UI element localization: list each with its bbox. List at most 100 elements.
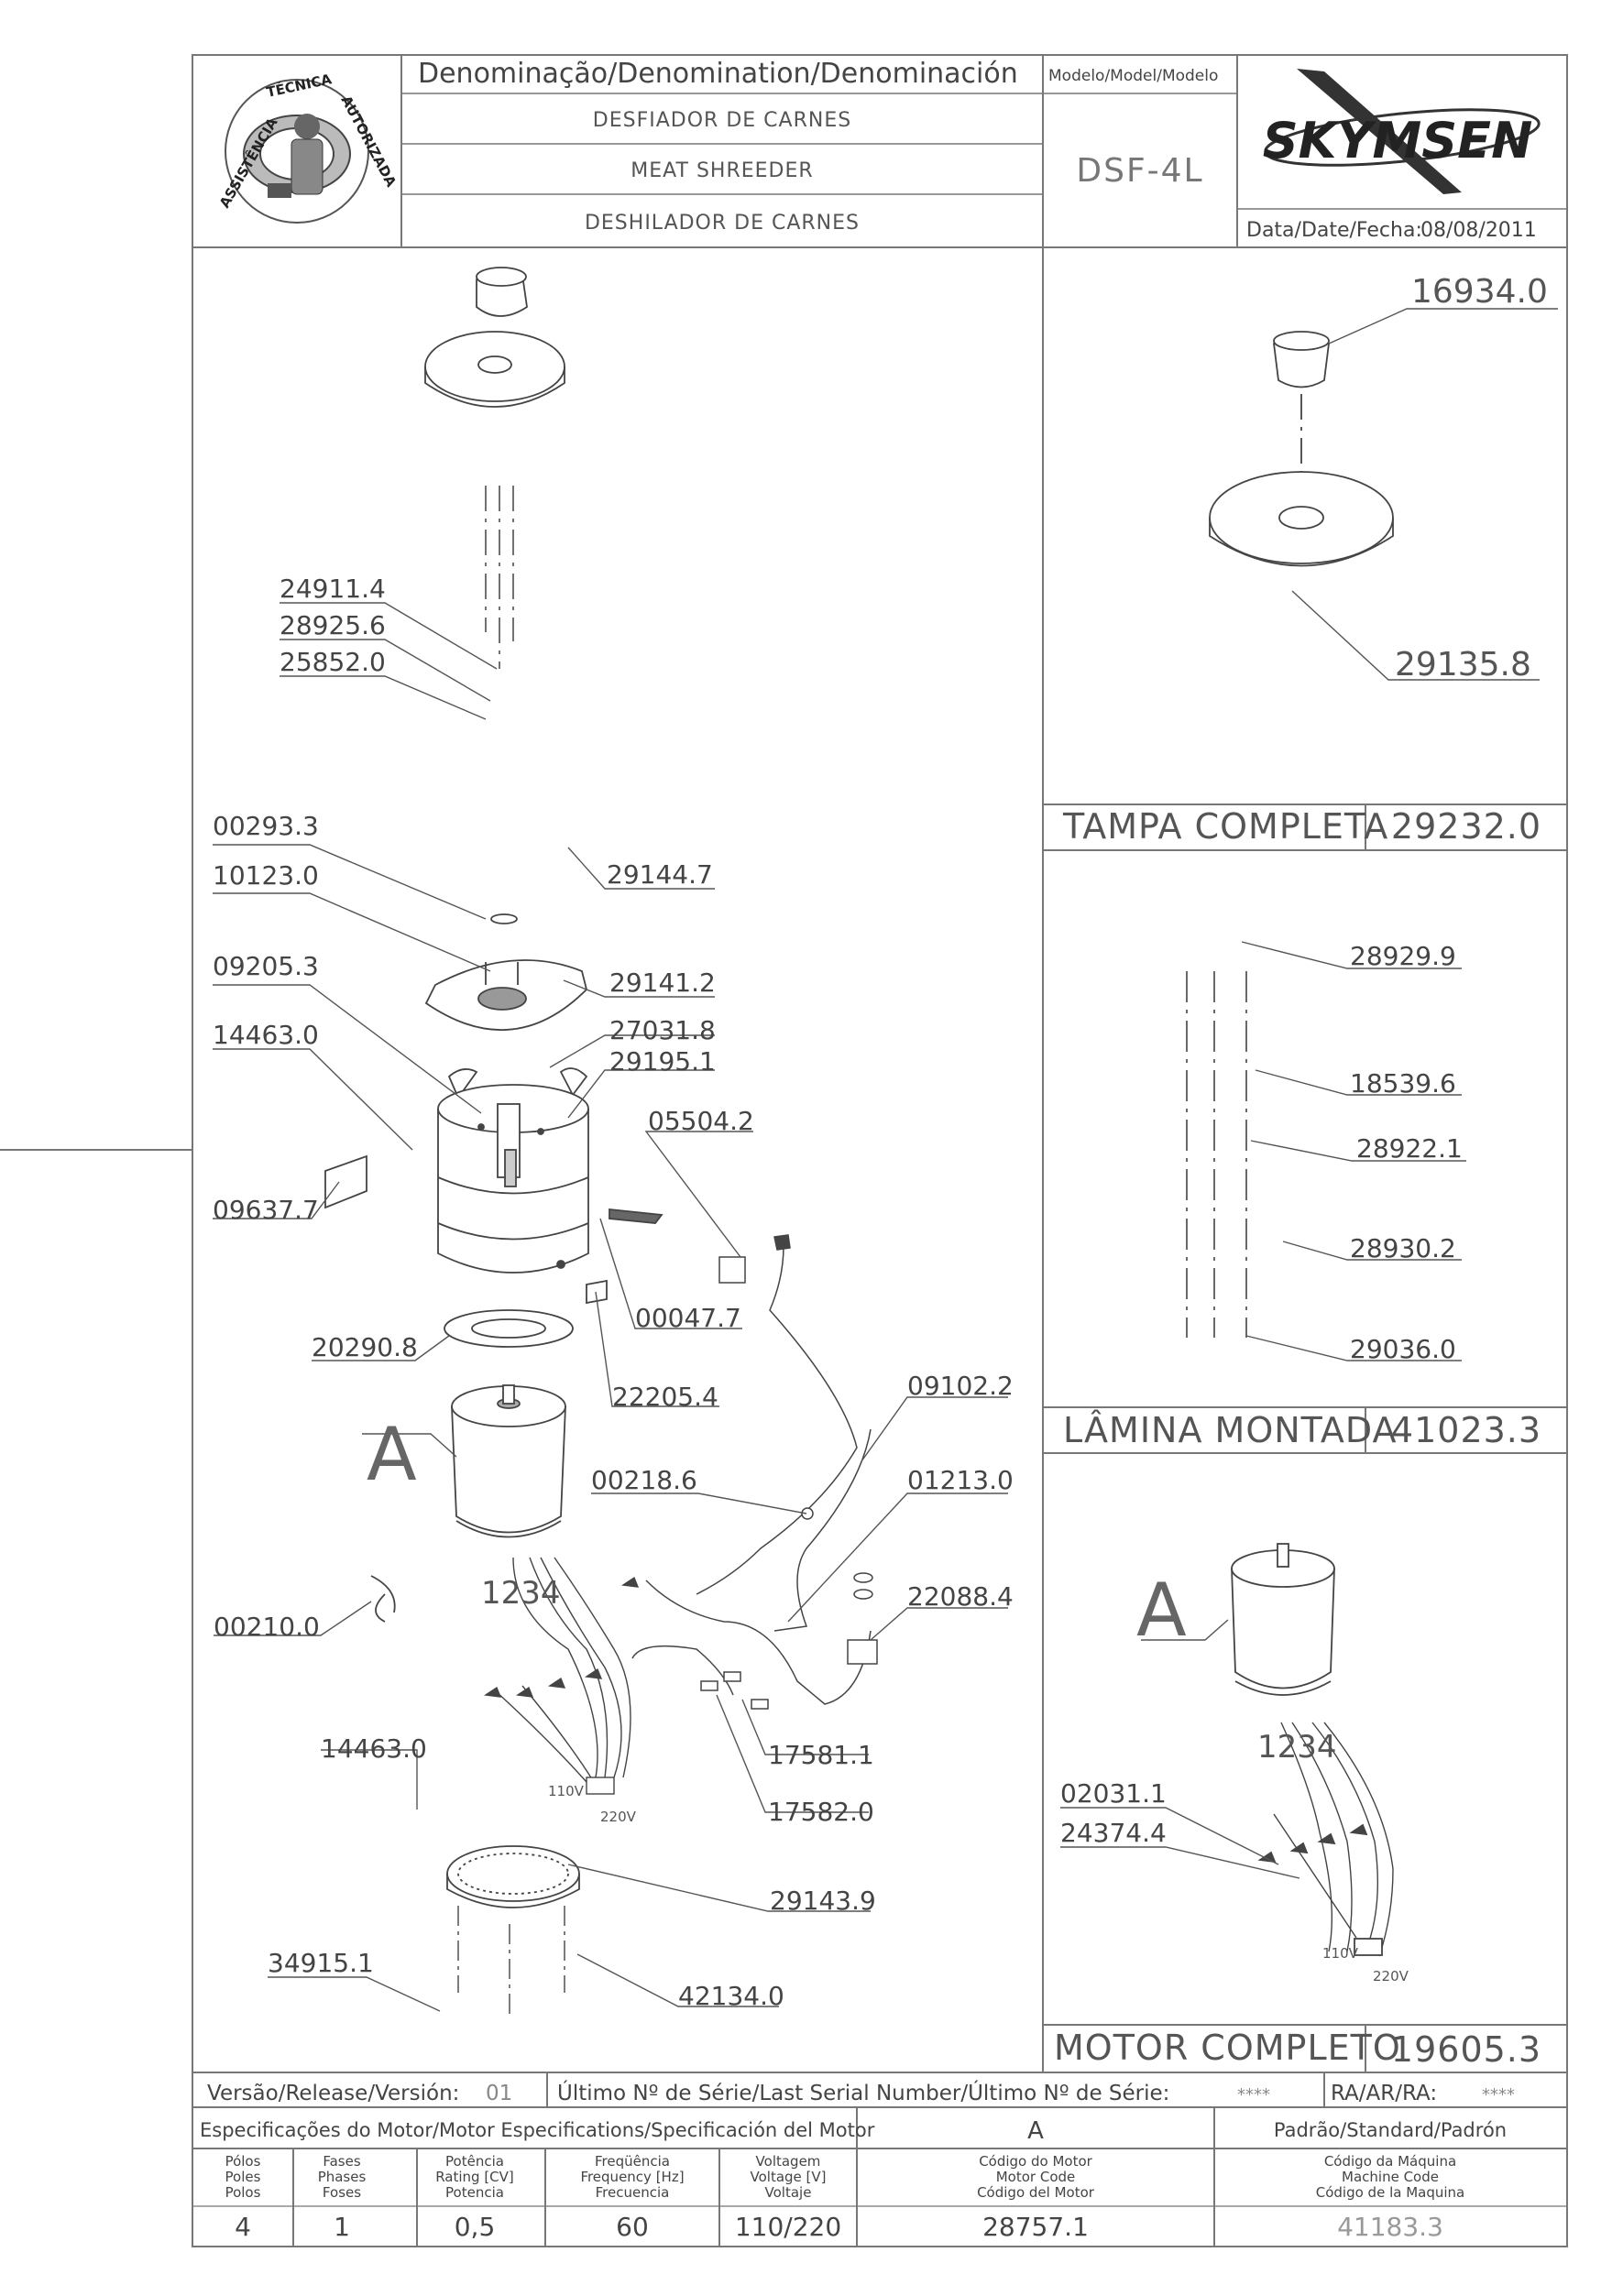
logo-text-mid: TÉCNICA bbox=[265, 70, 334, 101]
col-rating-3: Potencia bbox=[445, 2184, 504, 2201]
col-frequency-3: Frecuencia bbox=[596, 2184, 670, 2201]
part-number: 14463.0 bbox=[213, 1020, 319, 1050]
spec-column-headers: Pólos Poles Polos Fases Phases Foses Pot… bbox=[225, 2153, 1465, 2201]
col-poles-3: Polos bbox=[225, 2184, 261, 2201]
lamina-panel: 28929.9 18539.6 28922.1 28930.2 29036.0 … bbox=[1063, 941, 1541, 1450]
frame bbox=[0, 54, 1568, 2247]
title-block: ASSISTÊNCIA TÉCNICA AUTORIZADA Denominaç… bbox=[215, 58, 1541, 242]
plate-sticker bbox=[324, 1154, 367, 1209]
version-label: Versão/Release/Versión: bbox=[207, 2082, 459, 2105]
motor-a bbox=[451, 1384, 566, 1538]
part-number: 16934.0 bbox=[1411, 273, 1548, 311]
top-plate bbox=[424, 913, 587, 1031]
shaft-center-lines bbox=[485, 486, 514, 669]
col-frequency-1: Freqüência bbox=[595, 2153, 670, 2170]
version-value: 01 bbox=[486, 2082, 512, 2105]
tampa-code: 29232.0 bbox=[1391, 806, 1541, 847]
motor-wire-numbers: 1234 bbox=[481, 1575, 561, 1612]
part-number: 29036.0 bbox=[1350, 1334, 1456, 1364]
part-number: 28922.1 bbox=[1356, 1133, 1463, 1164]
col-machine-code-1: Código da Máquina bbox=[1324, 2153, 1456, 2170]
part-number: 05504.2 bbox=[648, 1106, 754, 1136]
part-number: 42134.0 bbox=[678, 1981, 784, 2011]
terminal-110v: 110V bbox=[1322, 1945, 1359, 1962]
col-voltage-2: Voltage [V] bbox=[751, 2169, 827, 2185]
wiring bbox=[631, 1234, 878, 1710]
part-number: 18539.6 bbox=[1350, 1068, 1456, 1099]
ra-value: **** bbox=[1482, 2085, 1515, 2105]
main-part-numbers: 24911.4 28925.6 25852.0 00293.3 10123.0 … bbox=[213, 574, 1014, 2011]
voltage-value: 110/220 bbox=[735, 2212, 841, 2242]
lid-assembly bbox=[424, 267, 565, 408]
col-voltage-3: Voltaje bbox=[765, 2184, 812, 2201]
part-number: 09205.3 bbox=[213, 951, 319, 981]
part-number: 00210.0 bbox=[214, 1612, 320, 1642]
footer-table: Versão/Release/Versión: 01 Último Nº de … bbox=[200, 2080, 1515, 2242]
motor-title: MOTOR COMPLETO bbox=[1054, 2028, 1401, 2068]
col-poles-2: Poles bbox=[225, 2169, 261, 2185]
serial-value: **** bbox=[1237, 2085, 1270, 2105]
lamina-title: LÂMINA MONTADA bbox=[1063, 1410, 1398, 1450]
part-number: 20290.8 bbox=[312, 1332, 418, 1362]
part-number: 29141.2 bbox=[609, 968, 716, 998]
part-number: 17581.1 bbox=[768, 1740, 874, 1770]
part-number: 28925.6 bbox=[280, 610, 386, 640]
part-number: 02031.1 bbox=[1060, 1778, 1167, 1809]
tampa-panel: 16934.0 29135.8 TAMPA COMPLETA 29232.0 bbox=[1062, 273, 1558, 847]
ra-label: RA/AR/RA: bbox=[1331, 2082, 1437, 2105]
part-number: 22205.4 bbox=[612, 1382, 718, 1412]
terminal-220v: 220V bbox=[600, 1809, 637, 1825]
brand-name: SKYMSEN bbox=[1263, 112, 1533, 169]
part-number: 09637.7 bbox=[213, 1195, 319, 1225]
part-number: 29135.8 bbox=[1395, 646, 1531, 683]
motor-panel: A 1234 02031.1 24374.4 110V 220V MOTOR C… bbox=[1054, 1543, 1541, 2070]
col-motor-code-3: Código del Motor bbox=[977, 2184, 1095, 2201]
col-phases-3: Foses bbox=[323, 2184, 361, 2201]
tampa-title: TAMPA COMPLETA bbox=[1062, 806, 1388, 847]
col-rating-2: Rating [CV] bbox=[435, 2169, 514, 2185]
spec-label: Especificações do Motor/Motor Especifica… bbox=[200, 2119, 875, 2141]
authorized-service-logo: ASSISTÊNCIA TÉCNICA AUTORIZADA bbox=[215, 70, 400, 224]
spec-values: 4 1 0,5 60 110/220 28757.1 41183.3 bbox=[235, 2212, 1443, 2242]
col-motor-code-2: Motor Code bbox=[996, 2169, 1076, 2185]
phases-value: 1 bbox=[334, 2212, 350, 2242]
brand-tag bbox=[609, 1208, 663, 1224]
part-number: 29195.1 bbox=[609, 1046, 716, 1077]
product-name-es: DESHILADOR DE CARNES bbox=[585, 212, 860, 235]
terminal-110v: 110V bbox=[548, 1783, 585, 1799]
motor-letter: A bbox=[367, 1412, 417, 1497]
motor-panel-wire-numbers: 1234 bbox=[1257, 1729, 1337, 1766]
col-phases-1: Fases bbox=[323, 2153, 360, 2170]
part-number: 25852.0 bbox=[280, 647, 386, 677]
machine-code-value: 41183.3 bbox=[1337, 2212, 1443, 2242]
part-number: 29143.9 bbox=[770, 1886, 876, 1916]
motor-leads bbox=[484, 1557, 640, 1795]
lamina-code: 41023.3 bbox=[1391, 1410, 1541, 1450]
part-number: 22088.4 bbox=[907, 1581, 1014, 1612]
col-motor-code-1: Código do Motor bbox=[979, 2153, 1092, 2170]
part-number: 27031.8 bbox=[609, 1015, 716, 1045]
part-number: 09102.2 bbox=[907, 1371, 1014, 1401]
product-name-pt: DESFIADOR DE CARNES bbox=[593, 109, 851, 132]
clamp-ring bbox=[370, 1575, 396, 1623]
col-phases-2: Phases bbox=[318, 2169, 367, 2185]
terminal-220v: 220V bbox=[1373, 1968, 1409, 1984]
motor-spec-letter: A bbox=[1027, 2117, 1044, 2145]
date-label: Data/Date/Fecha: bbox=[1246, 219, 1422, 242]
product-name-en: MEAT SHREEDER bbox=[631, 159, 813, 182]
motor-panel-letter: A bbox=[1136, 1568, 1187, 1653]
part-number: 28930.2 bbox=[1350, 1233, 1456, 1263]
bottom-screws bbox=[457, 1906, 565, 2016]
part-number: 24911.4 bbox=[280, 574, 386, 604]
rating-value: 0,5 bbox=[455, 2212, 496, 2242]
motor-code: 19605.3 bbox=[1391, 2029, 1541, 2070]
col-poles-1: Pólos bbox=[225, 2153, 261, 2170]
standard-label: Padrão/Standard/Padrón bbox=[1274, 2119, 1507, 2141]
part-number: 00218.6 bbox=[591, 1465, 697, 1495]
bottom-plate bbox=[446, 1845, 580, 1908]
col-machine-code-2: Machine Code bbox=[1342, 2169, 1439, 2185]
part-number: 00293.3 bbox=[213, 811, 319, 841]
part-number: 10123.0 bbox=[213, 860, 319, 891]
leader-lines bbox=[213, 602, 1008, 2012]
